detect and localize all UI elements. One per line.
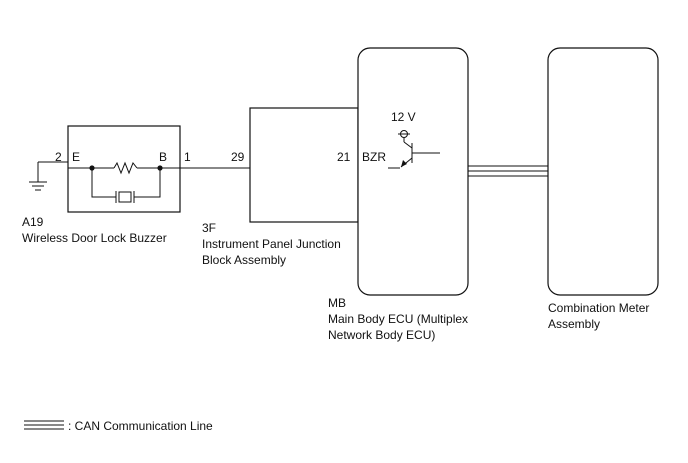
- junction-name-line2: Block Assembly: [202, 253, 286, 267]
- buzzer-pin-e-label: E: [72, 150, 80, 164]
- buzzer-element-icon: [115, 191, 135, 203]
- legend-can-line-icon: [24, 420, 64, 430]
- can-communication-line: [468, 165, 548, 177]
- buzzer-pin-b-number: 1: [184, 150, 191, 164]
- transistor-icon: [388, 141, 440, 169]
- meter-name-line1: Combination Meter: [548, 301, 649, 315]
- junction-block-box: [249, 107, 359, 223]
- ecu-name-line2: Network Body ECU): [328, 328, 435, 342]
- ecu-pin-label: BZR: [362, 150, 386, 164]
- power-supply-icon: [398, 130, 410, 142]
- ecu-pin-number: 21: [337, 150, 351, 164]
- junction-name-line1: Instrument Panel Junction: [202, 237, 341, 251]
- buzzer-internal-circuit: [68, 161, 180, 203]
- ecu-supply-voltage: 12 V: [391, 110, 416, 124]
- legend-can-line-label: : CAN Communication Line: [68, 419, 213, 433]
- resistor-icon: [113, 161, 138, 175]
- buzzer-connector: A19: [22, 215, 44, 229]
- buzzer-pin-b-label: B: [159, 150, 167, 164]
- combination-meter-box: [547, 47, 659, 296]
- ground-icon: [29, 162, 47, 191]
- ecu-name-line1: Main Body ECU (Multiplex: [328, 312, 468, 326]
- ecu-connector: MB: [328, 296, 346, 310]
- junction-pin-number: 29: [231, 150, 245, 164]
- buzzer-name: Wireless Door Lock Buzzer: [22, 231, 167, 245]
- junction-connector: 3F: [202, 221, 216, 235]
- meter-name-line2: Assembly: [548, 317, 600, 331]
- buzzer-pin-e-number: 2: [55, 150, 62, 164]
- body-ecu-box: [357, 47, 469, 296]
